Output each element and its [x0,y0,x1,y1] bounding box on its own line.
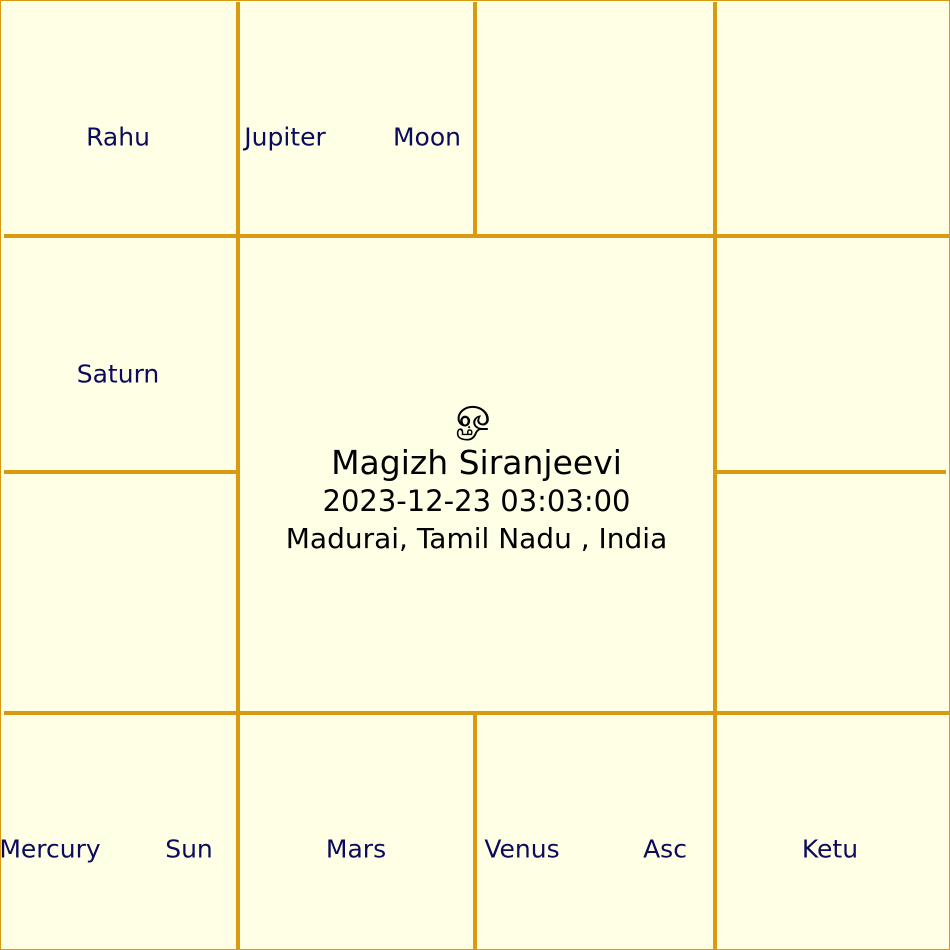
planet-label-mercury: Mercury [0,834,101,864]
chart-center-info: ௐ Magizh Siranjeevi 2023-12-23 03:03:00 … [238,236,715,713]
om-symbol-icon: ௐ [455,387,498,437]
planet-label-saturn: Saturn [76,359,160,389]
planet-label-sun: Sun [165,834,213,864]
planet-label-mars: Mars [325,834,387,864]
planet-label-moon: Moon [392,122,462,152]
native-name: Magizh Siranjeevi [331,442,622,482]
birth-place: Madurai, Tamil Nadu , India [285,521,668,555]
planet-label-jupiter: Jupiter [244,122,326,152]
planet-label-asc: Asc [643,834,687,864]
planet-label-ketu: Ketu [801,834,859,864]
birth-datetime: 2023-12-23 03:03:00 [322,483,631,518]
planet-label-venus: Venus [484,834,560,864]
planet-label-rahu: Rahu [86,122,150,152]
